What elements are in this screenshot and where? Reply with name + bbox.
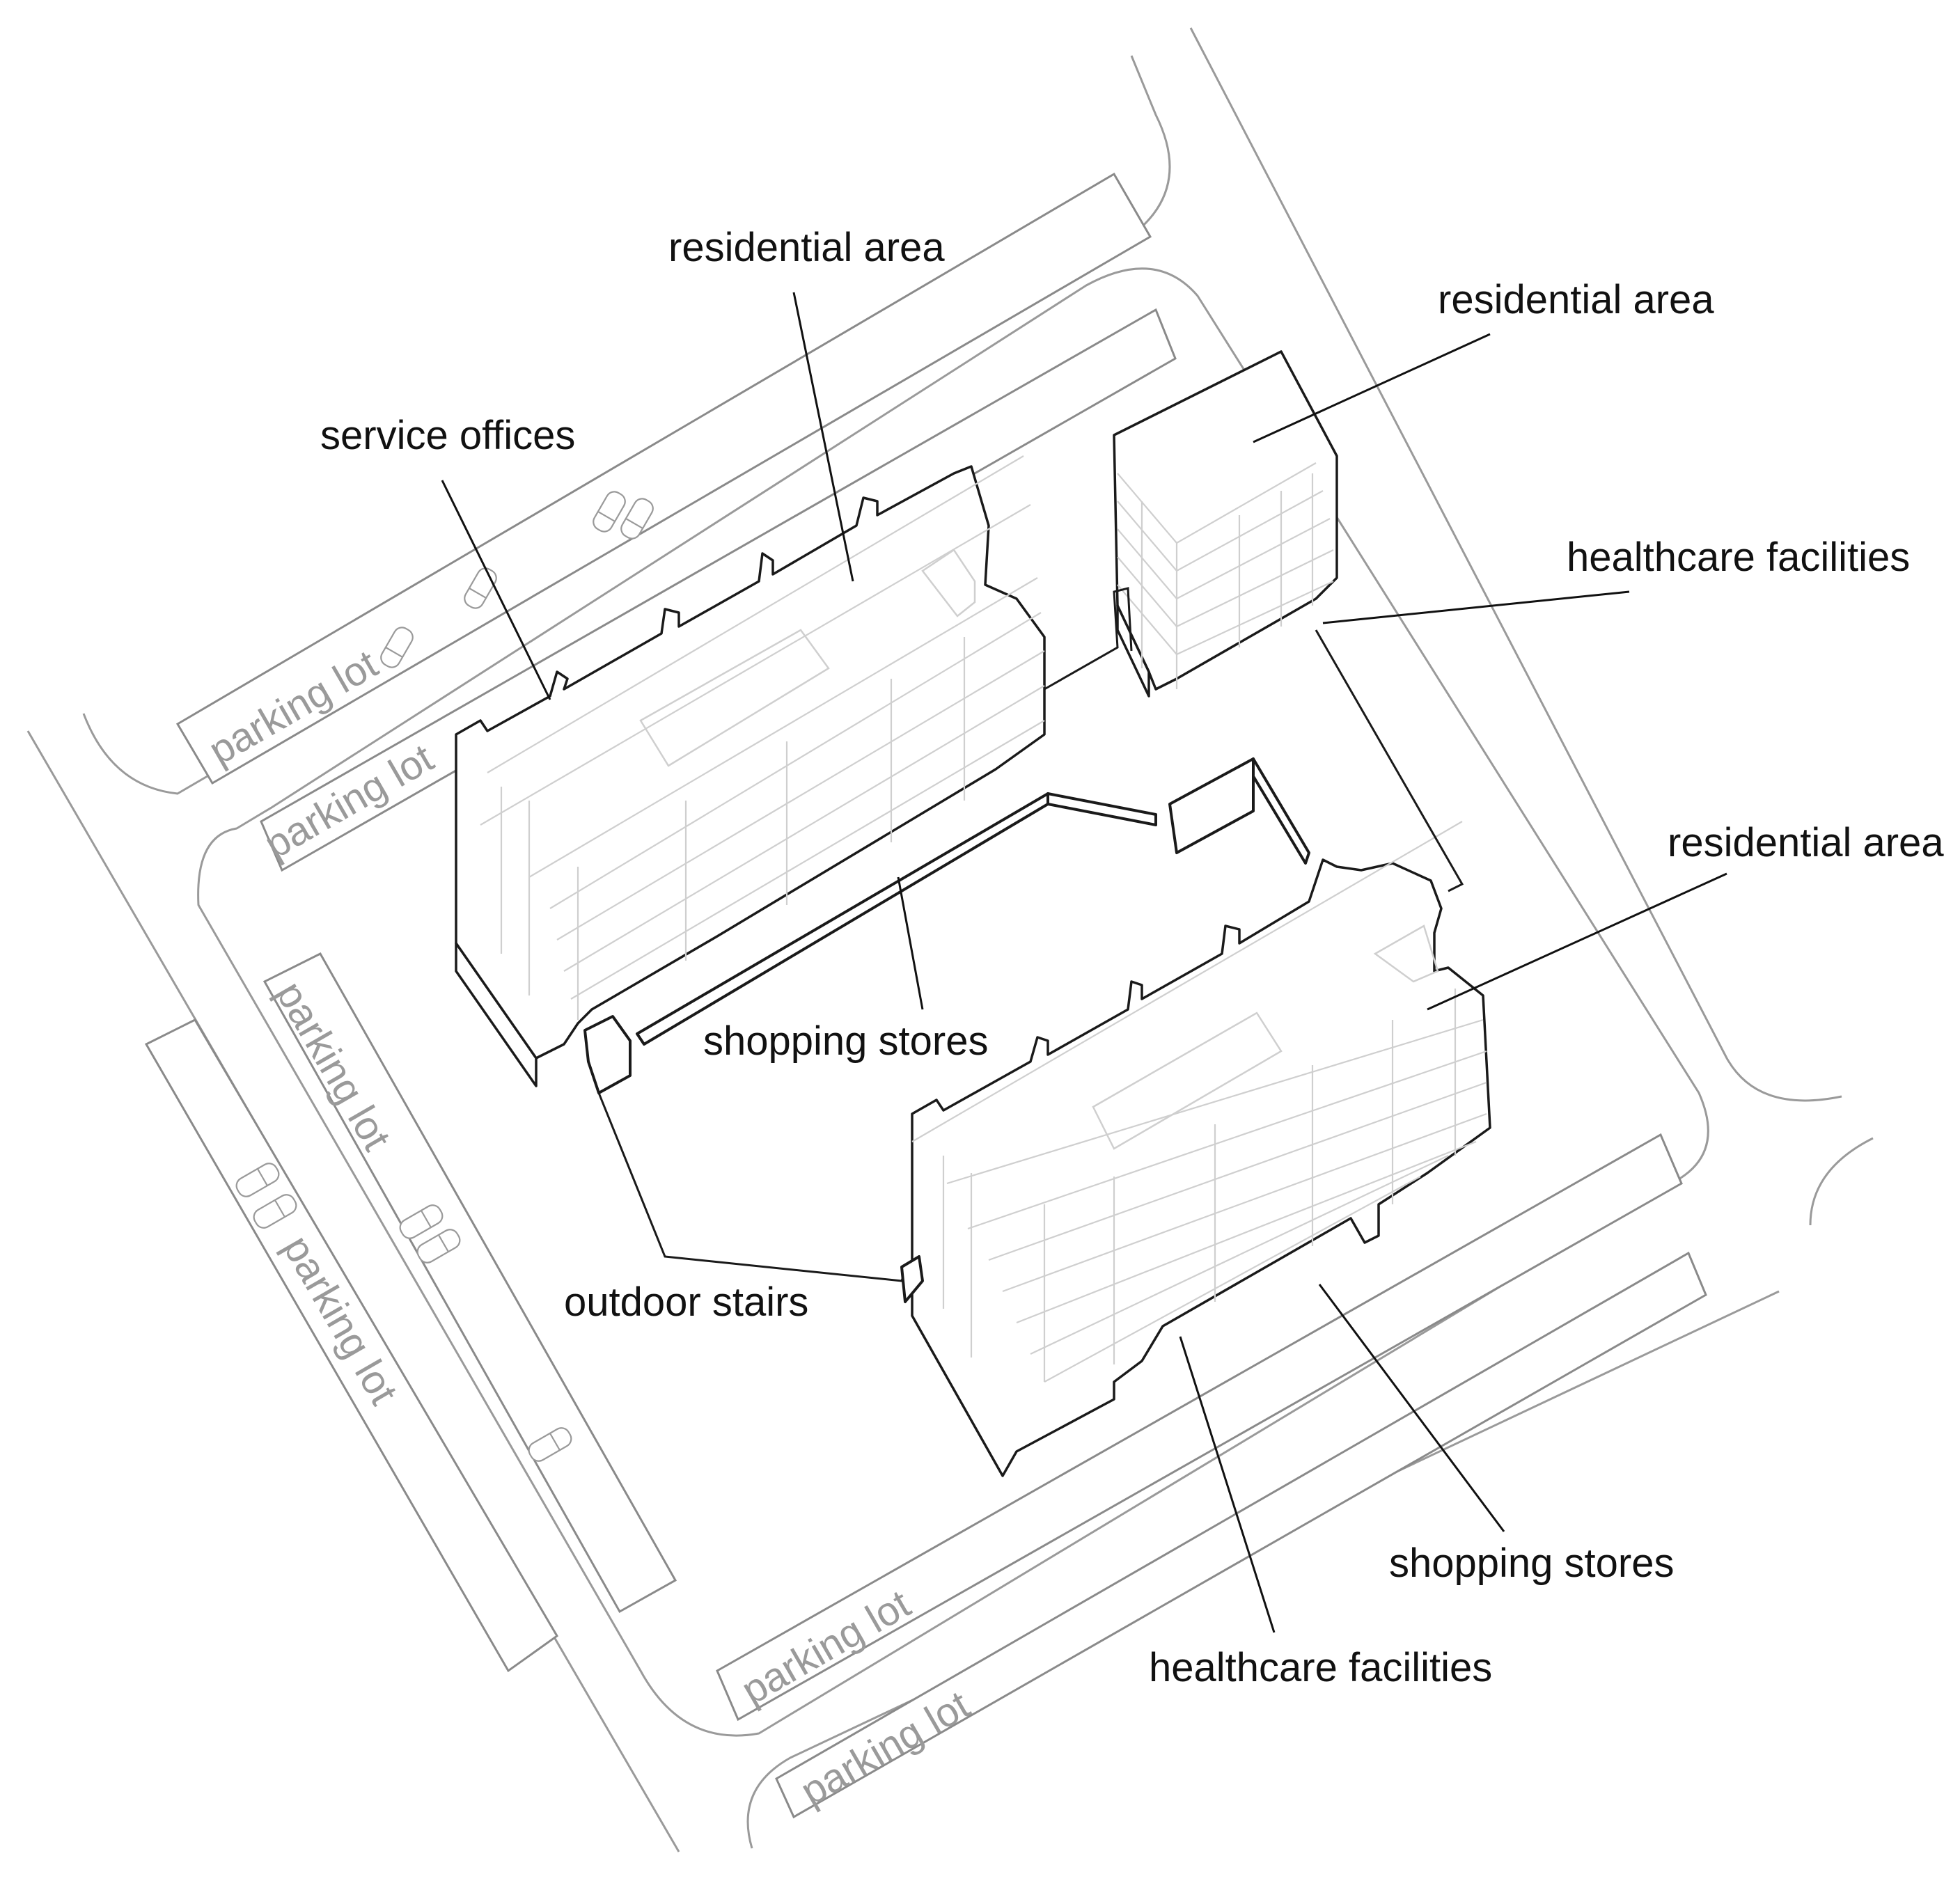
leader-lines (441, 292, 1727, 1633)
tower-link-north (1044, 587, 1133, 691)
label-residential-area-2: residential area (1438, 277, 1714, 322)
parked-cars (235, 491, 654, 1462)
car-icon (235, 1163, 280, 1197)
leader-service-offices (441, 480, 551, 700)
leader-shopping-stores-1 (897, 876, 924, 1010)
leader-residential-area-2 (1253, 333, 1491, 443)
parking-label: parking lot (274, 1228, 407, 1412)
building-northwest-base (455, 942, 538, 1087)
walkway-connector-east (1046, 792, 1157, 826)
leader-shopping-stores-2 (1318, 1284, 1505, 1532)
label-residential-area-3: residential area (1668, 820, 1944, 865)
walkway-ramp-east (1252, 757, 1310, 865)
car-icon (399, 1204, 444, 1239)
road-curb-south (746, 1290, 1780, 1849)
leader-residential-area-3 (1427, 872, 1727, 1011)
car-icon (620, 498, 654, 540)
callout-labels: residential area residential area reside… (320, 225, 1944, 1690)
leader-healthcare-facilities-2 (1179, 1336, 1276, 1633)
car-icon (464, 567, 497, 609)
building-northwest-floor-lines (480, 455, 1045, 1020)
elevated-walkways (583, 587, 1464, 1303)
building-southeast-roof (911, 858, 1491, 1477)
road-curb-east (1189, 27, 1842, 1102)
car-icon (416, 1229, 461, 1264)
building-southeast-rooftop-box (1373, 924, 1439, 983)
label-service-offices: service offices (320, 413, 575, 458)
label-healthcare-facilities-1: healthcare facilities (1567, 535, 1910, 580)
car-icon (253, 1194, 297, 1229)
car-icon (380, 627, 414, 668)
building-northwest (455, 455, 1046, 1087)
walkway-box-east (1168, 757, 1255, 854)
label-residential-area-1: residential area (668, 225, 945, 270)
building-northwest-roof (455, 465, 1046, 1060)
building-northwest-courtyard (639, 629, 830, 767)
parking-strip-south-inner (716, 1133, 1683, 1722)
building-northwest-rooftop-box (921, 549, 976, 617)
parking-strip-west-inner (262, 952, 677, 1614)
car-icon (593, 491, 626, 533)
parking-label: parking lot (257, 735, 441, 867)
parking-strip-north-outer (175, 172, 1152, 785)
building-northeast-roof (1113, 350, 1338, 691)
building-northeast-base (1116, 604, 1150, 698)
stair-box-west (583, 1015, 632, 1094)
parking-label: parking lot (793, 1682, 977, 1814)
label-outdoor-stairs: outdoor stairs (564, 1280, 808, 1325)
car-icon (528, 1427, 572, 1462)
stair-lower-edge (597, 1092, 907, 1282)
label-shopping-stores-1: shopping stores (703, 1018, 988, 1064)
stair-landing-southeast (900, 1255, 924, 1303)
tower-link-east (1315, 629, 1464, 892)
building-northeast-floor-lines (1117, 462, 1334, 689)
leader-residential-area-1 (792, 292, 854, 582)
building-southeast (911, 821, 1491, 1477)
leader-healthcare-facilities-1 (1322, 590, 1630, 624)
label-healthcare-facilities-2: healthcare facilities (1149, 1645, 1492, 1690)
building-southeast-floor-lines (911, 821, 1487, 1383)
road-curb-southeast (1809, 1137, 1874, 1226)
parking-strip-south-outer (775, 1251, 1707, 1819)
label-shopping-stores-2: shopping stores (1389, 1541, 1674, 1586)
building-northeast (1113, 350, 1338, 698)
